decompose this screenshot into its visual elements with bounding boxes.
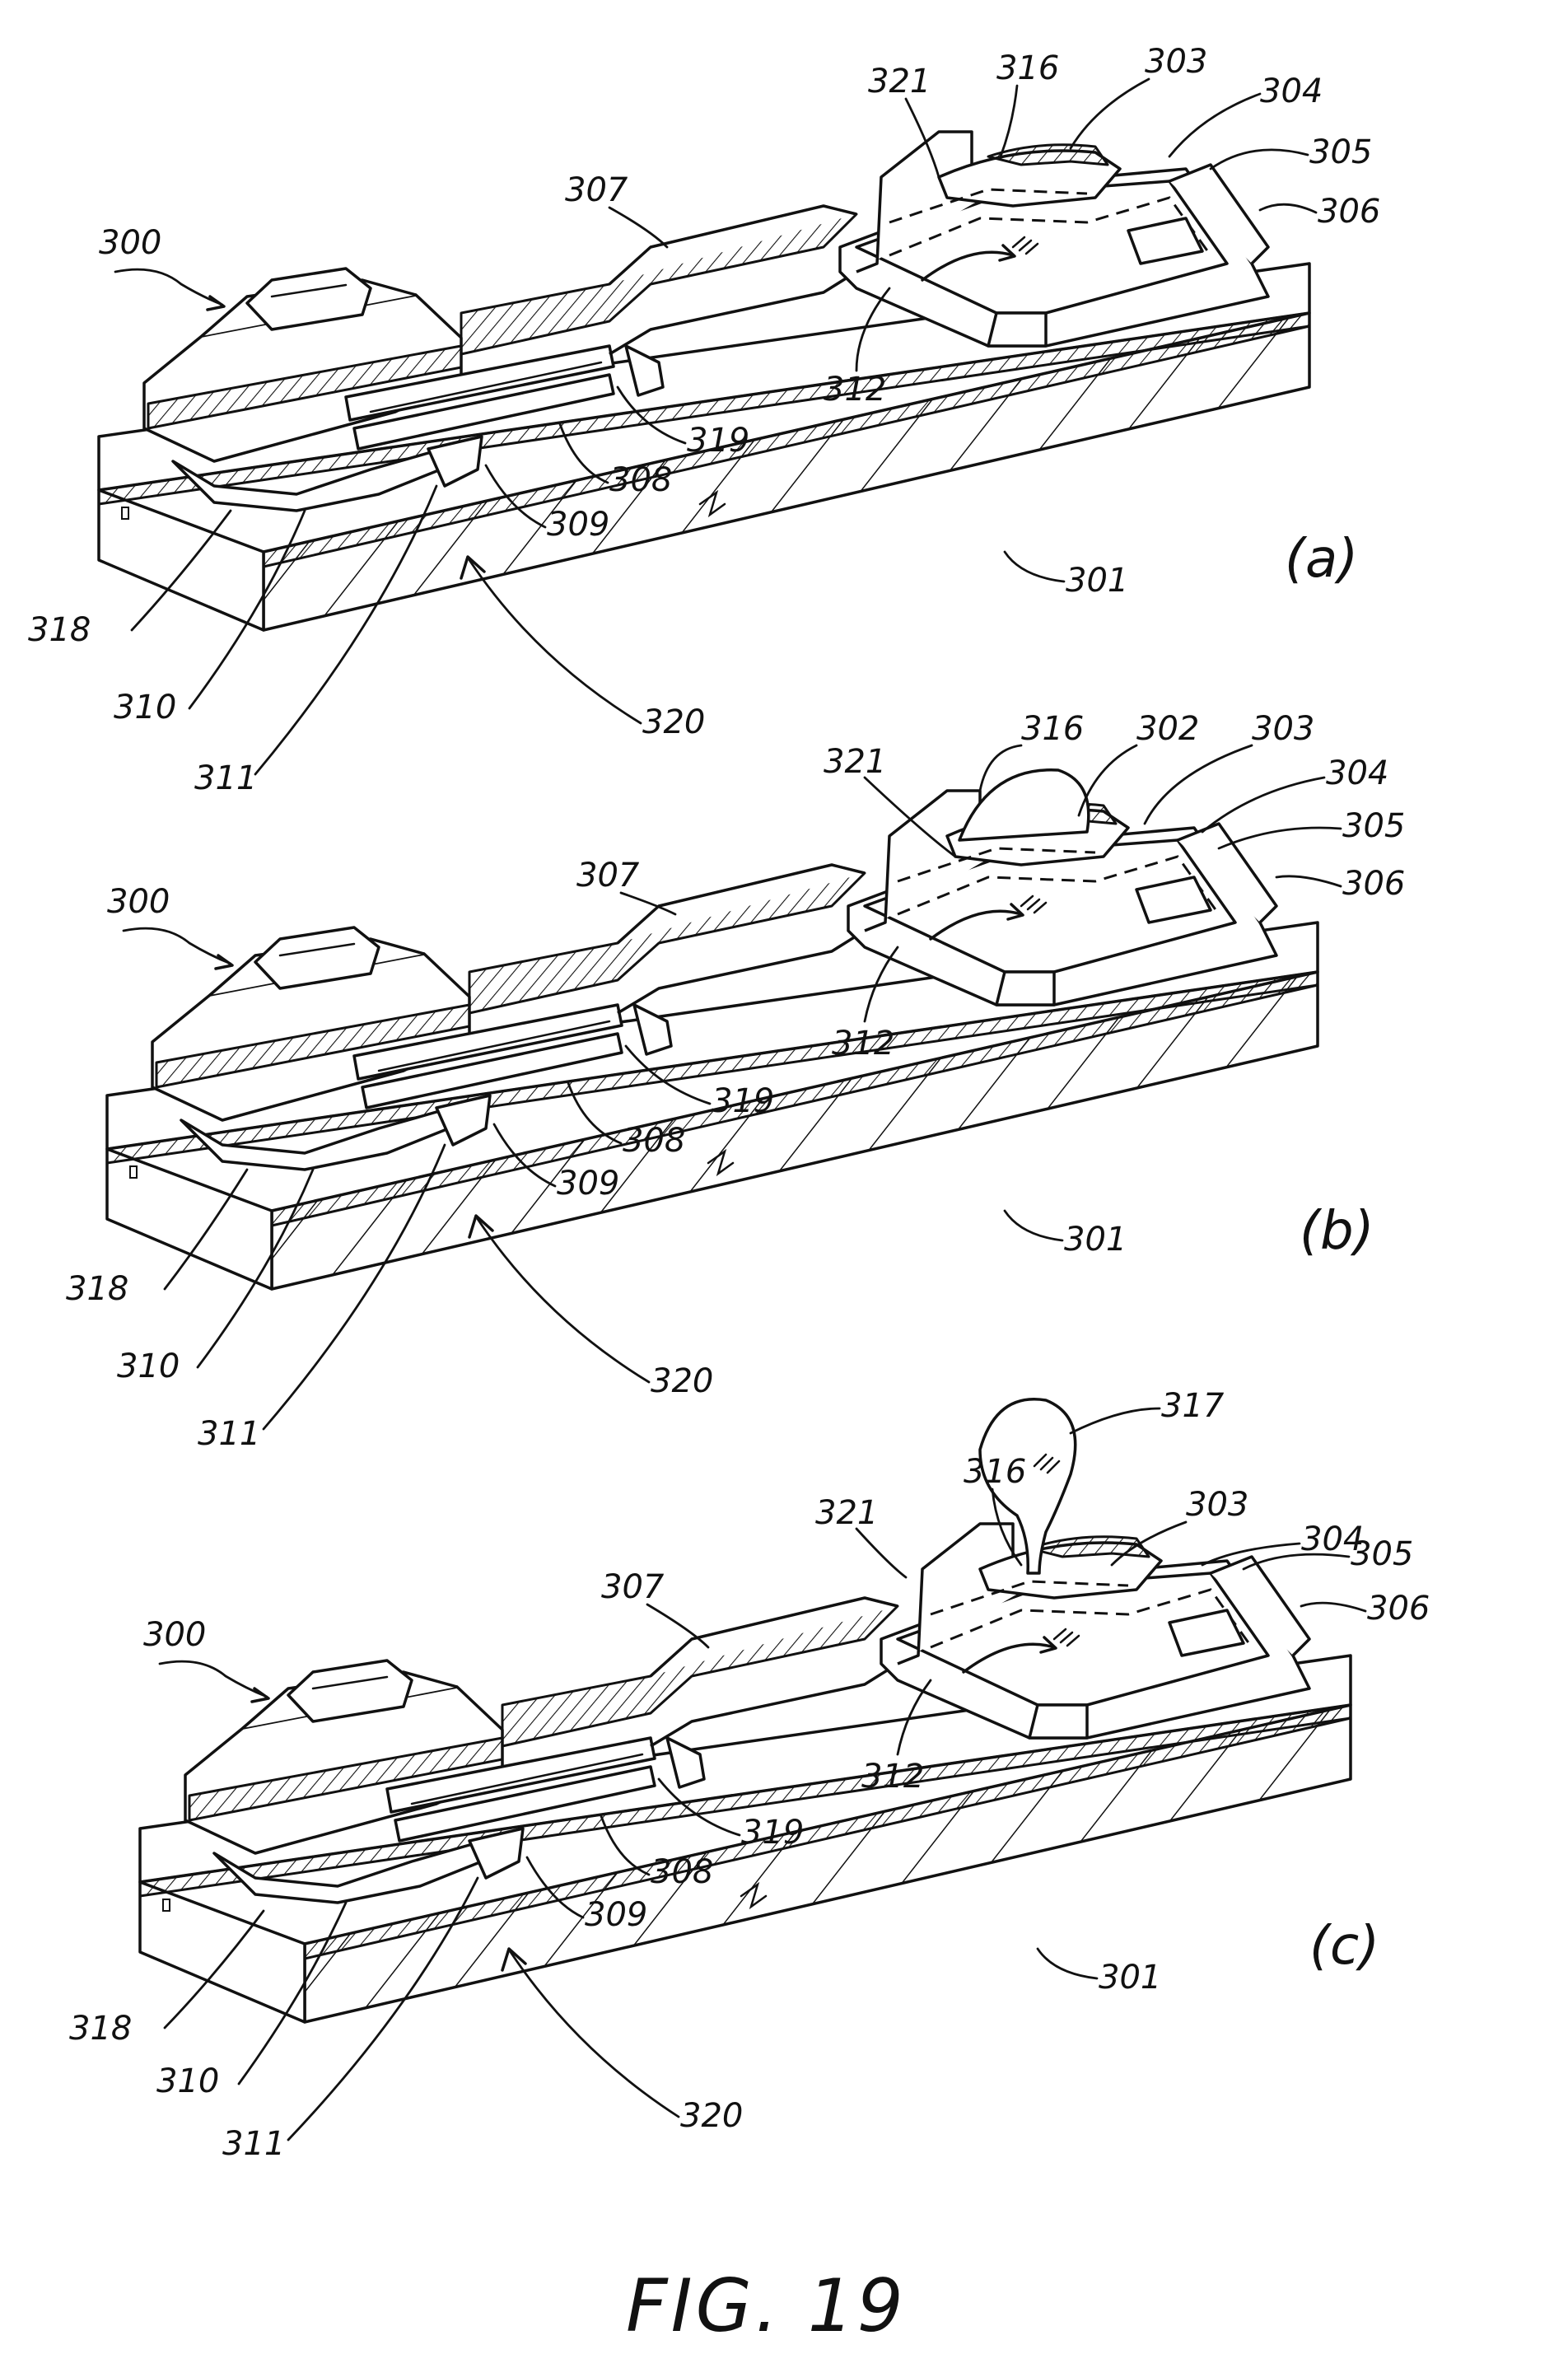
- label-302: 302: [1136, 710, 1199, 748]
- label-316: 316: [964, 1453, 1026, 1491]
- sub-label-a: (a): [1285, 529, 1358, 590]
- label-305: 305: [1351, 1535, 1413, 1573]
- label-320: 320: [642, 703, 705, 741]
- label-305: 305: [1342, 807, 1405, 845]
- label-318: 318: [28, 611, 91, 649]
- panel-b: 300 307 321 316 302 303 304 305 306 312 …: [66, 710, 1405, 1453]
- label-303: 303: [1252, 710, 1314, 748]
- label-306: 306: [1318, 193, 1380, 231]
- label-308: 308: [651, 1853, 713, 1891]
- label-300: 300: [99, 224, 161, 262]
- label-309: 309: [547, 506, 609, 544]
- label-311: 311: [194, 759, 257, 797]
- sub-label-b: (b): [1300, 1201, 1374, 1262]
- panel-c: 300 307 321 316 317 303 304 305 306 312 …: [69, 1387, 1430, 2163]
- label-300: 300: [107, 883, 170, 921]
- label-306: 306: [1342, 865, 1405, 903]
- label-307: 307: [601, 1568, 665, 1606]
- label-321: 321: [815, 1494, 878, 1532]
- label-310: 310: [114, 689, 176, 726]
- label-308: 308: [609, 461, 672, 499]
- label-320: 320: [651, 1362, 713, 1400]
- label-301: 301: [1099, 1959, 1161, 1997]
- label-317: 317: [1161, 1387, 1225, 1425]
- label-311: 311: [198, 1415, 260, 1453]
- label-310: 310: [156, 2062, 219, 2100]
- label-312: 312: [824, 371, 886, 409]
- panel-a: 300 307 321 316 303 304 305 306 312 319 …: [28, 43, 1380, 797]
- label-312: 312: [861, 1758, 924, 1796]
- label-303: 303: [1186, 1486, 1248, 1524]
- label-321: 321: [824, 743, 886, 781]
- label-309: 309: [585, 1896, 647, 1934]
- label-307: 307: [576, 857, 640, 894]
- ink-meniscus: [959, 770, 1089, 840]
- label-319: 319: [712, 1082, 774, 1120]
- label-316: 316: [996, 49, 1059, 87]
- label-319: 319: [687, 422, 749, 460]
- label-320: 320: [680, 2097, 743, 2135]
- label-304: 304: [1260, 72, 1323, 110]
- label-310: 310: [117, 1347, 180, 1385]
- label-300: 300: [143, 1616, 206, 1654]
- figure-caption: FIG. 19: [626, 2263, 907, 2348]
- label-303: 303: [1145, 43, 1207, 81]
- label-301: 301: [1066, 562, 1128, 600]
- label-318: 318: [66, 1270, 128, 1308]
- label-321: 321: [868, 63, 931, 100]
- label-318: 318: [69, 2010, 132, 2048]
- label-312: 312: [832, 1025, 894, 1063]
- label-301: 301: [1064, 1221, 1127, 1259]
- label-304: 304: [1326, 754, 1388, 792]
- label-306: 306: [1367, 1590, 1430, 1628]
- label-309: 309: [557, 1165, 619, 1203]
- label-319: 319: [741, 1814, 804, 1852]
- label-308: 308: [623, 1122, 685, 1160]
- sub-label-c: (c): [1309, 1916, 1379, 1977]
- label-316: 316: [1021, 710, 1084, 748]
- label-311: 311: [222, 2125, 285, 2163]
- label-305: 305: [1309, 133, 1372, 171]
- label-307: 307: [565, 171, 628, 209]
